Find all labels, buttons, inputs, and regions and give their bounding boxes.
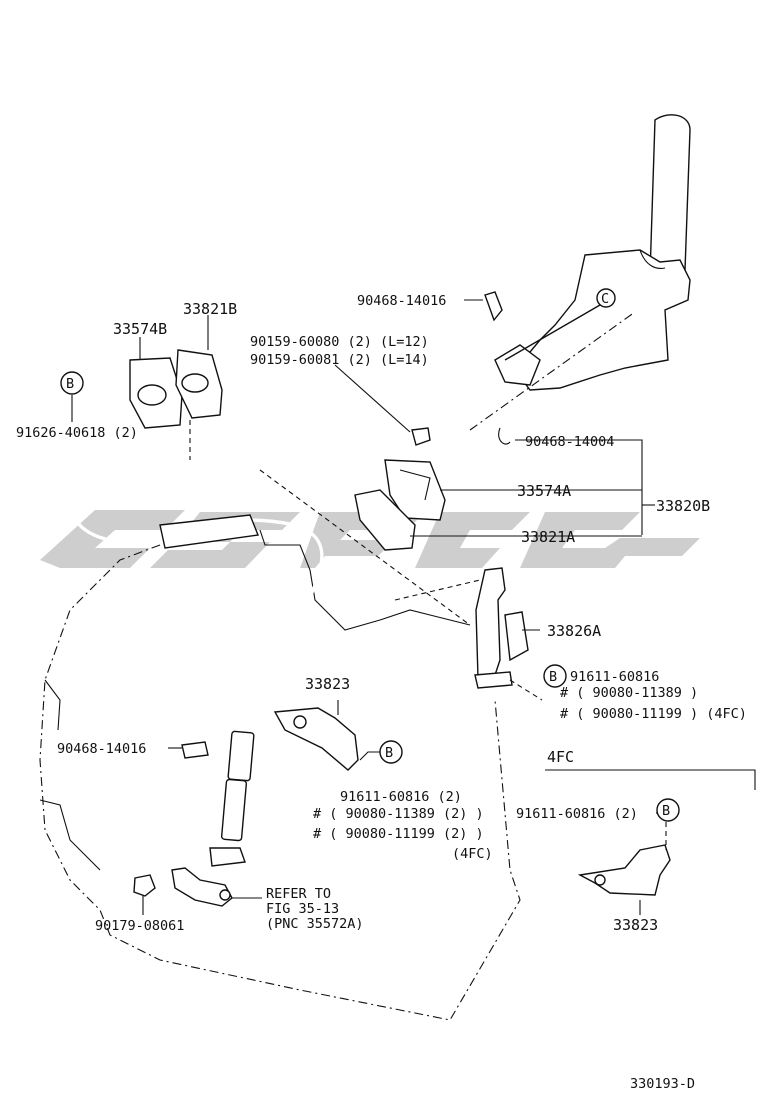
bracket-33826A <box>474 567 529 689</box>
plate-33821B <box>175 349 223 419</box>
label-91626-40618: 91626-40618 (2) <box>16 425 138 441</box>
clip-90468-14016-top <box>484 291 503 322</box>
label-33821B: 33821B <box>183 300 237 318</box>
label-4fc: (4FC) <box>452 846 493 862</box>
callout-letter: B <box>385 745 393 761</box>
label-90468-14016-top: 90468-14016 <box>357 293 446 309</box>
callout-letter: B <box>662 803 670 819</box>
plate-33574B <box>129 357 183 429</box>
label-91611-60816-c: 91611-60816 (2) <box>516 806 638 822</box>
label-90468-14004: 90468-14004 <box>525 434 614 450</box>
diagram-code: 330193-D <box>630 1076 695 1092</box>
label-33820B: 33820B <box>656 497 710 515</box>
plate-33821A <box>354 489 416 551</box>
label-90468-14016-left: 90468-14016 <box>57 741 146 757</box>
label-90159-60080: 90159-60080 (2) (L=12) <box>250 334 429 350</box>
clip-90468-14016-left <box>181 741 209 759</box>
label-90179-08061: 90179-08061 <box>95 918 184 934</box>
callout-b-lower <box>379 740 403 764</box>
label-90080-11389-b: # ( 90080-11389 (2) ) <box>313 806 484 822</box>
callout-b-right <box>543 664 567 688</box>
label-33826A: 33826A <box>547 622 601 640</box>
shift-lever-assembly <box>469 114 691 431</box>
callout-letter: B <box>66 376 74 392</box>
bolt-90159 <box>411 427 431 446</box>
nut-90179 <box>133 874 156 897</box>
label-33823-top: 33823 <box>305 675 350 693</box>
label-33823-box: 33823 <box>613 916 658 934</box>
clip-90468-14004 <box>498 427 511 445</box>
label-33821A: 33821A <box>521 528 575 546</box>
transmission-housing <box>39 529 521 1021</box>
label-33574A: 33574A <box>517 482 571 500</box>
label-90080-11199-a: # ( 90080-11199 ) (4FC) <box>560 706 747 722</box>
leader-lines <box>71 299 667 915</box>
callout-b-left <box>60 371 84 395</box>
shift-cable <box>67 304 601 867</box>
refer-line-1: REFER TO <box>266 886 331 902</box>
refer-line-3: (PNC 35572A) <box>266 916 364 932</box>
callout-letter-c: C <box>601 291 609 307</box>
plate-33574A <box>384 459 446 521</box>
bracket-33823 <box>273 707 359 771</box>
callout-letter: B <box>549 669 557 685</box>
variant-box-title: 4FC <box>547 748 574 766</box>
label-91611-60816-a: 91611-60816 <box>570 669 659 685</box>
label-90080-11389-a: # ( 90080-11389 ) <box>560 685 698 701</box>
label-91611-60816-b: 91611-60816 (2) <box>340 789 462 805</box>
refer-line-2: FIG 35-13 <box>266 901 339 917</box>
callout-b-4fc <box>656 798 680 822</box>
label-33574B: 33574B <box>113 320 167 338</box>
variant-box-4fc <box>545 769 756 896</box>
label-90159-60081: 90159-60081 (2) (L=14) <box>250 352 429 368</box>
link-lever <box>171 867 233 907</box>
label-90080-11199-b: # ( 90080-11199 (2) ) <box>313 826 484 842</box>
